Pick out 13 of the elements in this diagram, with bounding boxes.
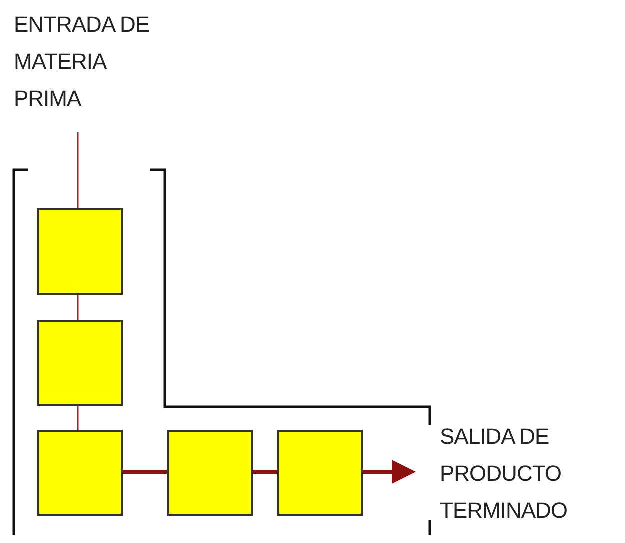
flow-line [77,406,79,430]
flow-line [77,295,79,320]
workstation-box [277,430,363,516]
flow-arrow [363,460,416,484]
workstation-box [37,430,123,516]
flow-line [253,470,277,474]
workstation-box [37,320,123,406]
workstation-box [167,430,253,516]
flow-label: ENTRADA DE MATERIA PRIMA [14,6,159,117]
flow-line [77,132,79,208]
flow-label: SALIDA DE PRODUCTO TERMINADO [440,418,615,529]
workstation-box [37,208,123,295]
flow-line [123,470,167,474]
